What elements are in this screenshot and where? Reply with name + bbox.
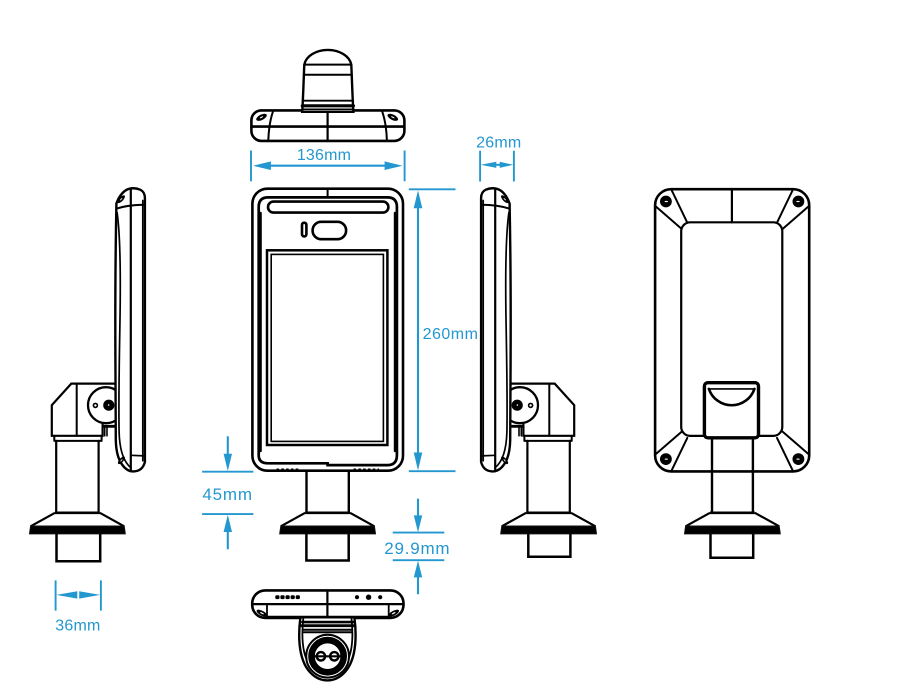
- svg-text:260mm: 260mm: [423, 326, 479, 343]
- svg-text:29.9mm: 29.9mm: [384, 539, 450, 558]
- svg-text:26mm: 26mm: [476, 134, 521, 151]
- svg-text:136mm: 136mm: [297, 147, 351, 164]
- svg-text:45mm: 45mm: [202, 485, 252, 504]
- svg-text:36mm: 36mm: [55, 617, 100, 634]
